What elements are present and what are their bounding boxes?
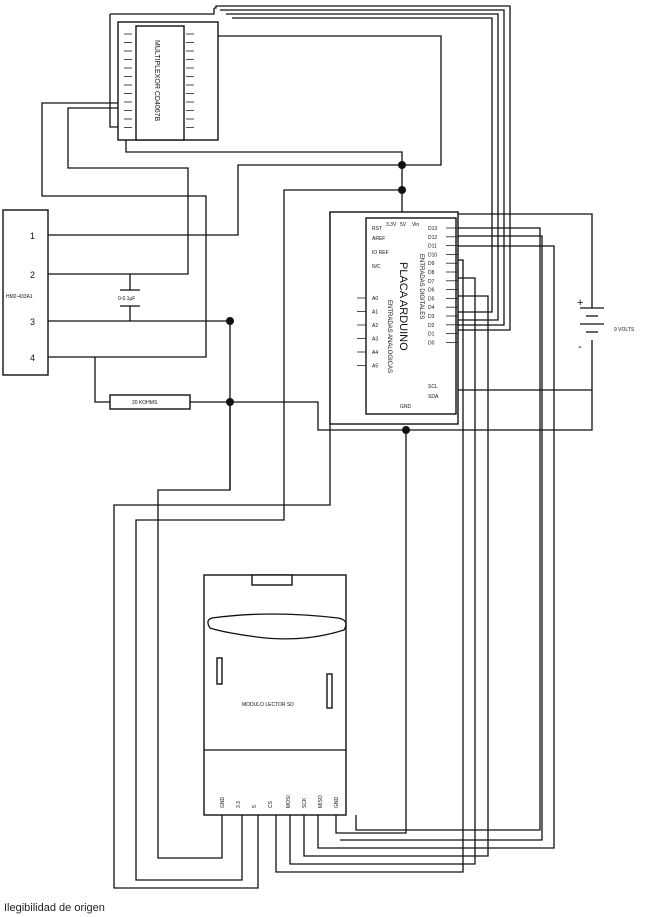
- arduino-board: 3.3V 5V Vin RST AREF IO REF N/C A0A1A2A3…: [329, 211, 459, 425]
- arduino-title: PLACA ARDUINO: [397, 262, 409, 351]
- sd-module-pin-label: MISO: [318, 795, 324, 808]
- arduino-digital-pin-label: D7: [428, 279, 435, 285]
- arduino-digital-pin-label: D8: [428, 270, 435, 276]
- arduino-analog-pin-label: A2: [372, 323, 378, 329]
- arduino-digital-pin-label: D5: [428, 296, 435, 302]
- hm2-pin-4: 4: [30, 353, 35, 363]
- multiplexor-pin-ticks: [124, 33, 194, 128]
- arduino-analog-pin-label: A0: [372, 296, 378, 302]
- arduino-analog-pin-label: A3: [372, 337, 378, 343]
- arduino-digital-pin-label: D11: [428, 244, 437, 250]
- resistor: 20 KOHMS: [109, 394, 191, 410]
- arduino-digital-heading: ENTRADAS DIGITALES: [418, 254, 424, 319]
- arduino-top-pin-3v3: 3.3V: [386, 222, 397, 228]
- arduino-analog-heading: ENTRADAS ANALOGICAS: [386, 300, 392, 373]
- arduino-digital-pin-label: D2: [428, 323, 435, 329]
- sd-module-pin-label: MOSI: [286, 795, 292, 808]
- arduino-analog-pin-label: A1: [372, 310, 378, 316]
- sd-card-module: MODULO LECTOR SD GND 3.3 5 CS MOSI SCK MISO GND: [203, 574, 347, 816]
- arduino-pin-ioref: IO REF: [372, 250, 389, 256]
- junction-dots: [226, 161, 410, 434]
- sd-module-pin-label: SCK: [302, 797, 308, 808]
- arduino-top-pin-5v: 5V: [400, 222, 407, 228]
- arduino-pin-rst: RST: [372, 226, 382, 232]
- sd-module-pin-label: 5: [252, 805, 258, 808]
- arduino-analog-pin-label: A5: [372, 364, 378, 370]
- arduino-digital-pin-label: D10: [428, 252, 437, 258]
- hm2-part-label: HM2-433A1: [6, 294, 33, 300]
- arduino-digital-pin-label: D6: [428, 288, 435, 294]
- arduino-analog-pin-label: A4: [372, 350, 378, 356]
- arduino-digital-pin-label: D1: [428, 332, 435, 338]
- sd-module-title: MODULO LECTOR SD: [242, 702, 294, 708]
- sd-module-pin-label: GND: [334, 797, 340, 809]
- figure-caption: Ilegibilidad de origen: [4, 902, 105, 914]
- arduino-pin-sda: SDA: [428, 394, 439, 400]
- hm2-pin-1: 1: [30, 231, 35, 241]
- arduino-digital-pin-label: D0: [428, 340, 435, 346]
- arduino-pin-nc: N/C: [372, 264, 381, 270]
- resistor-label: 20 KOHMS: [132, 400, 158, 406]
- capacitor-label: 0-0.1µF: [118, 296, 135, 302]
- sd-module-pin-label: GND: [220, 797, 226, 809]
- sd-module-pin-label: 3.3: [236, 801, 242, 808]
- hm2-pin-2: 2: [30, 270, 35, 280]
- arduino-digital-pin-label: D3: [428, 314, 435, 320]
- arduino-digital-pin-label: D12: [428, 235, 437, 241]
- arduino-digital-pin-label: D13: [428, 226, 437, 232]
- capacitor: 0-0.1µF: [118, 289, 140, 307]
- arduino-pin-scl: SCL: [428, 384, 438, 390]
- multiplexor-chip: MULTIPLEXOR CD4067B: [117, 21, 219, 141]
- sd-module-pins: GND 3.3 5 CS MOSI SCK MISO GND: [220, 795, 340, 808]
- arduino-gnd-label: GND: [400, 404, 412, 410]
- arduino-pin-aref: AREF: [372, 236, 385, 242]
- battery-plus: +: [577, 297, 583, 309]
- battery: + - 9 VOLTS: [577, 297, 635, 353]
- sd-module-pin-label: CS: [268, 800, 274, 808]
- hm2-pin-3: 3: [30, 317, 35, 327]
- arduino-top-pin-vin: Vin: [412, 222, 419, 228]
- battery-minus: -: [578, 341, 582, 353]
- hm2433a1-module: 1 2 3 4 HM2-433A1: [2, 209, 49, 376]
- arduino-digital-pin-label: D9: [428, 261, 435, 267]
- arduino-digital-pin-label: D4: [428, 305, 435, 311]
- multiplexor-title: MULTIPLEXOR CD4067B: [153, 40, 160, 122]
- battery-label: 9 VOLTS: [614, 327, 635, 333]
